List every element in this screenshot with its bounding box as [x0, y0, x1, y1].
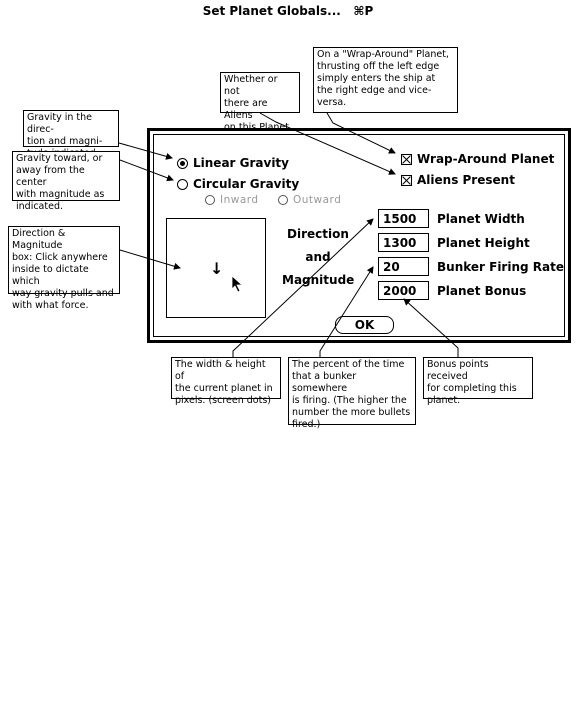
- outward-radio[interactable]: Outward: [278, 194, 341, 206]
- planet-width-field[interactable]: [378, 209, 429, 228]
- shortcut-text: ⌘P: [353, 4, 374, 18]
- outward-label: Outward: [293, 194, 342, 206]
- planet-width-label: Planet Width: [437, 212, 525, 226]
- bunker-firing-rate-label: Bunker Firing Rate: [437, 260, 564, 274]
- ok-button[interactable]: OK: [335, 316, 394, 334]
- aliens-present-label: Aliens Present: [417, 173, 515, 187]
- mouse-pointer-icon: [231, 275, 244, 293]
- wrap-around-label: Wrap-Around Planet: [417, 152, 555, 166]
- checkbox-checked-icon: [401, 153, 412, 165]
- radio-unselected-icon: [177, 178, 188, 190]
- circular-gravity-radio[interactable]: Circular Gravity: [177, 177, 299, 191]
- width-leader-line: [232, 218, 374, 357]
- note-direction-box: Direction & Magnitude box: Click anywher…: [8, 226, 120, 311]
- linear-gravity-label: Linear Gravity: [193, 156, 289, 170]
- radio-selected-icon: [177, 157, 188, 169]
- bonus-leader-line: [403, 298, 459, 357]
- and-label: and: [305, 250, 331, 264]
- wrap-around-checkbox[interactable]: Wrap-Around Planet: [401, 152, 554, 166]
- gravity-arrow-icon: ↓: [210, 259, 224, 278]
- title-text: Set Planet Globals...: [202, 4, 341, 18]
- note-wrap-around: On a "Wrap-Around" Planet, thrusting off…: [313, 47, 458, 113]
- linear-leader-line: [118, 142, 173, 160]
- direction-label: Direction: [287, 227, 349, 241]
- planet-bonus-label: Planet Bonus: [437, 284, 527, 298]
- magnitude-label: Magnitude: [282, 273, 355, 287]
- inward-label: Inward: [220, 194, 259, 206]
- linear-gravity-radio[interactable]: Linear Gravity: [177, 156, 289, 170]
- dialog-inner-frame: Linear Gravity Circular Gravity Inward O…: [153, 134, 565, 337]
- planet-globals-dialog: Linear Gravity Circular Gravity Inward O…: [147, 128, 571, 343]
- aliens-leader-line: [259, 112, 396, 175]
- page-title: Set Planet Globals... ⌘P: [0, 4, 576, 18]
- box-leader-line: [119, 249, 181, 270]
- radio-unselected-icon: [278, 195, 288, 205]
- inward-radio[interactable]: Inward: [205, 194, 259, 206]
- planet-height-label: Planet Height: [437, 236, 530, 250]
- circular-leader-line: [119, 159, 174, 182]
- radio-unselected-icon: [205, 195, 215, 205]
- note-width-height: The width & height of the current planet…: [171, 357, 281, 406]
- bunker-firing-rate-field[interactable]: [378, 257, 429, 276]
- note-circular-gravity: Gravity toward, or away from the center …: [12, 151, 120, 212]
- note-bonus: Bonus points received for completing thi…: [423, 357, 533, 406]
- rate-leader-line: [319, 266, 374, 357]
- planet-bonus-field[interactable]: [378, 281, 429, 300]
- planet-height-field[interactable]: [378, 233, 429, 252]
- aliens-present-checkbox[interactable]: Aliens Present: [401, 173, 515, 187]
- checkbox-checked-icon: [401, 174, 412, 186]
- note-bunker-rate: The percent of the time that a bunker so…: [288, 357, 416, 430]
- note-aliens: Whether or not there are Aliens on this …: [220, 72, 300, 133]
- direction-magnitude-box[interactable]: ↓: [166, 218, 266, 318]
- wrap-leader-line: [326, 112, 396, 154]
- circular-gravity-label: Circular Gravity: [193, 177, 300, 191]
